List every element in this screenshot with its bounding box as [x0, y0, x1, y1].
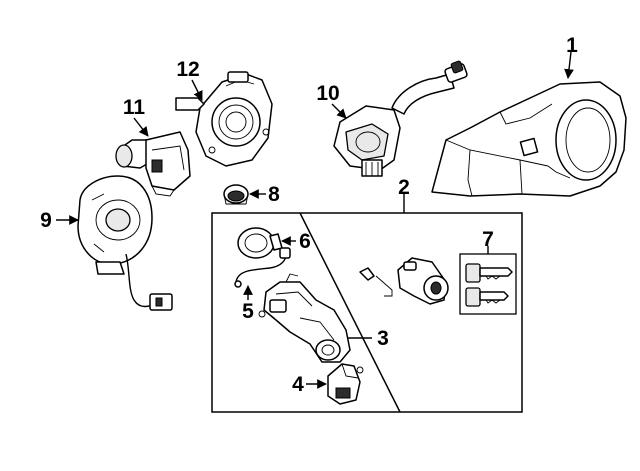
callout-4: 4: [292, 373, 304, 396]
spiral-cable-part[interactable]: [175, 71, 273, 167]
callout-10: 10: [316, 82, 339, 105]
callout-12: 12: [176, 58, 199, 81]
illumination-wire-part[interactable]: [234, 247, 291, 288]
key-top: [465, 263, 513, 283]
callout-1: 1: [566, 34, 578, 57]
callout-3: 3: [377, 327, 389, 350]
lock-cylinder-part[interactable]: [359, 257, 449, 305]
lock-assembly-box: [211, 212, 523, 413]
bezel-ring-part[interactable]: [223, 184, 249, 205]
spiral-ring-part[interactable]: [77, 175, 173, 311]
leader-lines: [56, 51, 574, 389]
callout-7: 7: [482, 228, 494, 251]
callout-2: 2: [398, 176, 410, 199]
ignition-lock-housing-part[interactable]: [258, 273, 364, 374]
callout-11: 11: [123, 96, 146, 119]
callout-8: 8: [268, 183, 280, 206]
callout-5: 5: [242, 300, 254, 323]
steering-sensor-part[interactable]: [115, 131, 191, 197]
key-set-part[interactable]: [459, 253, 517, 315]
lock-ring-part[interactable]: [237, 227, 283, 259]
ignition-switch-part[interactable]: [327, 363, 361, 405]
callout-9: 9: [40, 209, 52, 232]
column-cover-part[interactable]: [431, 81, 627, 197]
key-bottom: [465, 287, 509, 307]
callout-6: 6: [299, 230, 311, 253]
combination-switch-part[interactable]: [333, 60, 468, 177]
